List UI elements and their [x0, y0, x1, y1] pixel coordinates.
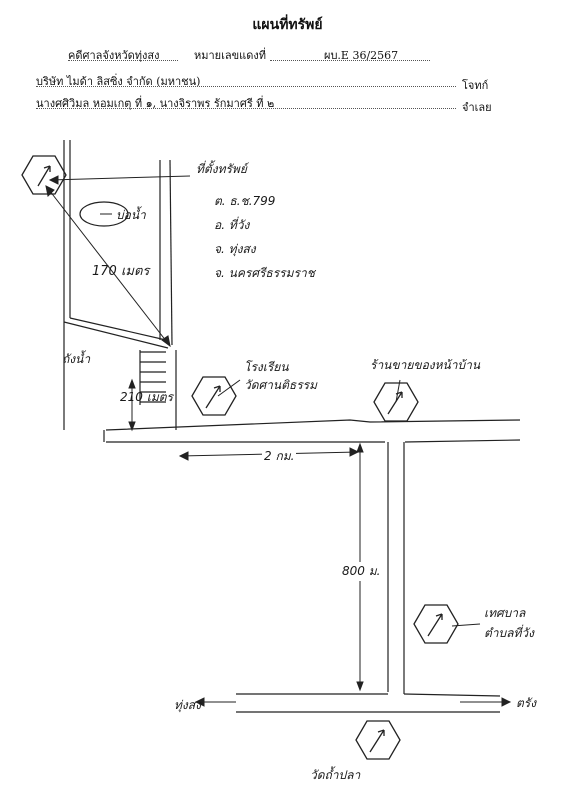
left-town-label: ทุ่งสง — [174, 698, 201, 712]
page-title: แผนที่ทรัพย์ — [252, 17, 323, 33]
right-town-label: ตรัง — [516, 696, 537, 710]
distance-170-label: 170 เมตร — [92, 264, 150, 279]
pond-label: บ่อน้ำ — [116, 208, 146, 222]
shop-label: ร้านขายของหน้าบ้าน — [370, 358, 481, 372]
temple-label: วัดถ้ำปลา — [310, 768, 361, 782]
dotted-line — [36, 86, 456, 87]
property-label: ที่ตั้งทรัพย์ — [196, 162, 247, 176]
main-road-top — [105, 419, 521, 431]
branch-road — [63, 321, 169, 349]
school-hexagon-icon — [191, 376, 237, 416]
case-number: ผบ.E 36/2567 — [324, 49, 399, 62]
stair-lines — [140, 351, 166, 403]
plaintiff-role: โจทก์ — [462, 79, 489, 92]
property-pointer-line — [49, 175, 191, 181]
dotted-line — [270, 60, 430, 61]
distance-210-label: 210 เมตร — [120, 390, 173, 404]
plaintiff-name: บริษัท ไมด้า ลิสซิ่ง จำกัด (มหาชน) — [36, 75, 201, 88]
main-road-bottom-right — [404, 439, 521, 443]
address-line: อ. ที่วัง — [214, 218, 250, 232]
distance-170-line — [45, 185, 171, 347]
case-number-label: หมายเลขแดงที่ — [194, 49, 266, 62]
property-hexagon-icon — [21, 155, 67, 195]
school-pointer — [217, 379, 241, 397]
defendant-names: นางศศิวิมล หอมเกตุ ที่ ๑, นางจิราพร รักม… — [36, 97, 275, 110]
dotted-line — [36, 108, 456, 109]
distance-2km-label: 2 กม. — [262, 447, 297, 466]
property-pointer-head — [48, 175, 59, 185]
defendant-role: จำเลย — [462, 101, 492, 114]
branch-road-2 — [69, 317, 167, 341]
municipality-pointer — [451, 623, 481, 627]
school-label-line1: โรงเรียน — [244, 360, 289, 374]
shop-hexagon-icon — [373, 382, 419, 422]
municipality-label-line2: ตำบลที่วัง — [484, 626, 535, 640]
lane-right-edge-2 — [169, 159, 173, 346]
court-name: คดีศาลจังหวัดทุ่งสง — [68, 49, 160, 62]
municipality-hexagon-icon — [413, 604, 459, 644]
distance-800-label: 800 ม. — [340, 562, 383, 581]
school-label-line2: วัดศานติธรรม — [244, 378, 318, 392]
temple-hexagon-icon — [355, 720, 401, 760]
pond-ellipse — [79, 201, 129, 227]
water-tank-label: ถังน้ำ — [62, 352, 91, 366]
dotted-line — [68, 60, 178, 61]
address-line: ต. ธ.ช.799 — [214, 194, 276, 208]
address-line: จ. นครศรีธรรมราช — [214, 266, 315, 280]
highway-top-right — [403, 693, 501, 697]
shop-pointer — [395, 379, 401, 403]
address-line: จ. ทุ่งสง — [214, 242, 256, 256]
municipality-label-line1: เทศบาล — [484, 606, 526, 620]
